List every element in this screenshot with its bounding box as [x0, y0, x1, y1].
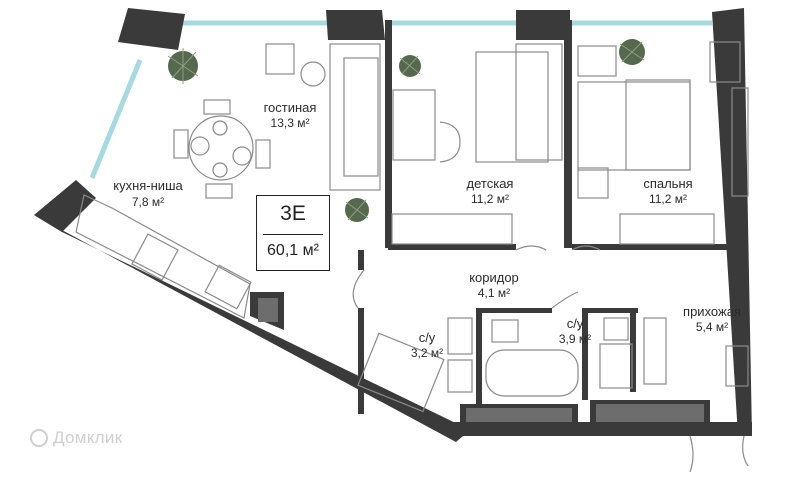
room-name-bedroom: спальня	[643, 176, 693, 191]
room-area-hall: 5,4 м²	[695, 320, 729, 334]
room-name-hall: прихожая	[683, 304, 741, 319]
plan-code: 3E	[280, 202, 306, 225]
room-area-kitchen: 7,8 м²	[131, 195, 165, 209]
room-area-bath2: 3,9 м²	[558, 332, 592, 346]
room-area-bedroom: 11,2 м²	[648, 192, 688, 206]
domclick-logo-icon	[30, 429, 48, 447]
room-area-bath1: 3,2 м²	[410, 346, 444, 360]
windows	[89, 20, 712, 179]
plant-leaves	[167, 41, 645, 221]
room-area-kids: 11,2 м²	[470, 192, 510, 206]
plan-badge: 3E 60,1 м²	[256, 195, 330, 271]
badge-divider	[263, 234, 323, 235]
room-name-bath2: с/у	[566, 316, 584, 331]
room-name-corridor: коридор	[469, 270, 519, 285]
bottom-blocks-inner	[258, 298, 704, 422]
room-area-corridor: 4,1 м²	[477, 286, 511, 300]
plants	[168, 39, 645, 222]
plan-total-area: 60,1 м²	[267, 242, 319, 259]
room-name-kitchen: кухня-ниша	[113, 178, 183, 193]
watermark: Домклик	[30, 428, 122, 448]
furniture	[75, 41, 749, 473]
room-name-living: гостиная	[263, 100, 317, 115]
room-area-living: 13,3 м²	[270, 116, 310, 130]
room-name-kids: детская	[466, 176, 514, 191]
watermark-text: Домклик	[53, 428, 123, 447]
room-name-bath1: с/у	[418, 330, 436, 345]
